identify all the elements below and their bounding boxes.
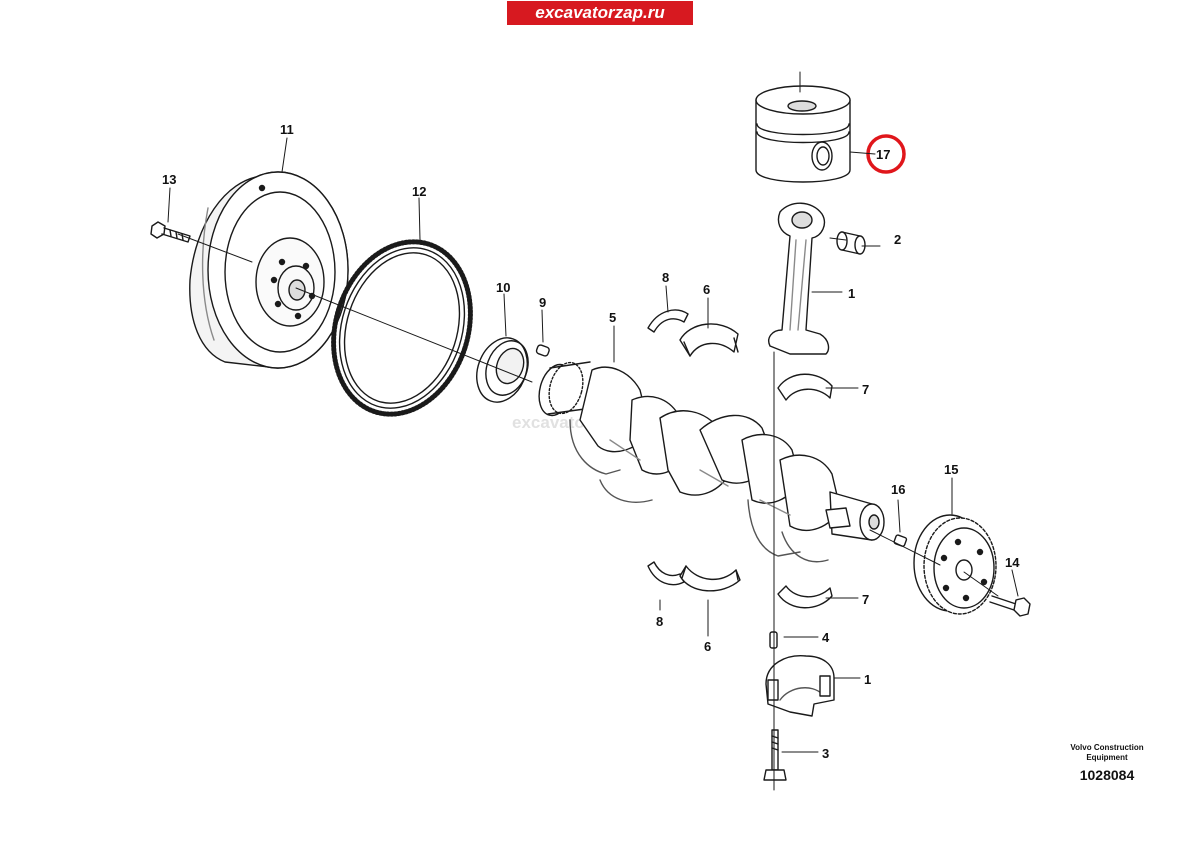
callout-7-upper: 7 bbox=[862, 382, 869, 397]
callout-15: 15 bbox=[944, 462, 958, 477]
ring-gear[interactable] bbox=[312, 224, 492, 432]
callout-1-cap: 1 bbox=[864, 672, 871, 687]
site-banner[interactable]: excavatorzap.ru bbox=[507, 1, 693, 25]
flywheel-bolt[interactable] bbox=[150, 221, 191, 243]
thrust-washer-upper[interactable] bbox=[647, 309, 689, 333]
callout-5: 5 bbox=[609, 310, 616, 325]
callout-2: 2 bbox=[894, 232, 901, 247]
drawing-number: 1028084 bbox=[1079, 767, 1135, 783]
thrust-washer-lower[interactable] bbox=[647, 561, 685, 586]
callout-3: 3 bbox=[822, 746, 829, 761]
rod-cap[interactable] bbox=[765, 655, 835, 717]
callout-8-upper: 8 bbox=[662, 270, 669, 285]
flywheel[interactable] bbox=[189, 171, 349, 369]
callout-1-rod: 1 bbox=[848, 286, 855, 301]
rod-bearing-lower[interactable] bbox=[777, 585, 833, 609]
drawing-footer: Volvo Construction Equipment 1028084 bbox=[1052, 743, 1162, 783]
piston-pin-bushing[interactable] bbox=[836, 231, 866, 255]
callout-11: 11 bbox=[280, 122, 294, 137]
piston[interactable] bbox=[755, 85, 851, 183]
callout-16: 16 bbox=[891, 482, 905, 497]
callout-14: 14 bbox=[1005, 555, 1020, 570]
callout-4: 4 bbox=[822, 630, 830, 645]
dowel-pin[interactable] bbox=[535, 344, 550, 357]
highlight-ring bbox=[866, 134, 906, 174]
callout-6-upper: 6 bbox=[703, 282, 710, 297]
pulley[interactable] bbox=[913, 514, 997, 615]
maker-line-1: Volvo Construction bbox=[1070, 743, 1144, 752]
callout-12: 12 bbox=[412, 184, 426, 199]
maker-line-2: Equipment bbox=[1086, 753, 1128, 762]
callout-7-lower: 7 bbox=[862, 592, 869, 607]
connecting-rod[interactable] bbox=[768, 202, 830, 355]
callout-10: 10 bbox=[496, 280, 510, 295]
callout-17[interactable]: 17 bbox=[876, 147, 890, 162]
main-bearing-lower[interactable] bbox=[679, 565, 741, 592]
callout-6-lower: 6 bbox=[704, 639, 711, 654]
callout-8-lower: 8 bbox=[656, 614, 663, 629]
callout-9: 9 bbox=[539, 295, 546, 310]
pulley-bolt[interactable] bbox=[989, 595, 1031, 617]
rod-bearing-upper[interactable] bbox=[777, 373, 833, 401]
crankshaft[interactable] bbox=[534, 359, 885, 563]
main-bearing-upper[interactable] bbox=[679, 323, 739, 357]
rod-bolt[interactable] bbox=[763, 729, 787, 781]
callout-13: 13 bbox=[162, 172, 176, 187]
